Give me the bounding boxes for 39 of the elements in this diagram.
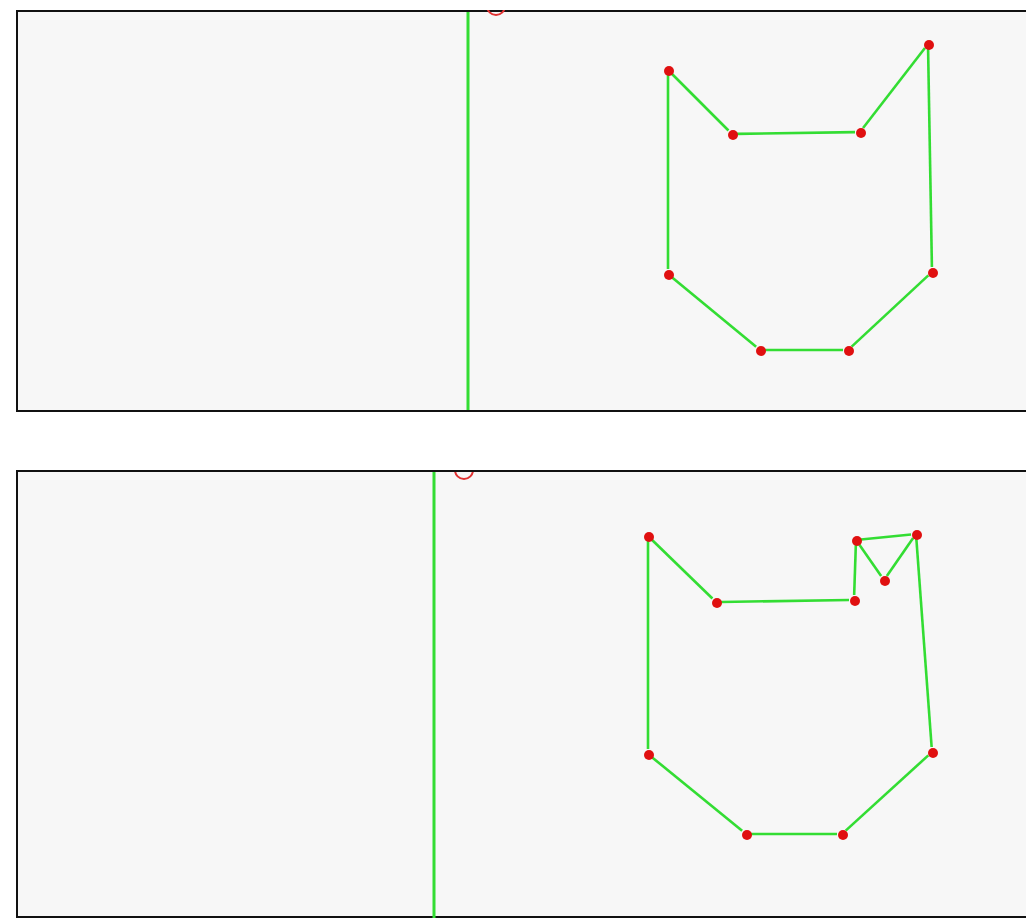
line-segment: [751, 832, 837, 836]
point-marker: [843, 345, 853, 355]
point-marker: [741, 829, 751, 839]
line-segment: [862, 47, 926, 129]
line-segment: [844, 754, 930, 832]
line-segment: [737, 130, 855, 136]
line-segment: [915, 538, 933, 748]
line-segment: [857, 543, 883, 577]
line-segment: [765, 348, 843, 352]
canvas-panel: [16, 10, 1026, 412]
line-segment: [651, 756, 743, 832]
point-marker: [711, 597, 721, 607]
line-segment: [670, 72, 730, 132]
line-segment: [720, 598, 850, 604]
point-marker: [851, 535, 861, 545]
line-segment: [666, 75, 670, 269]
canvas-panel: [16, 470, 1026, 918]
point-marker: [855, 127, 865, 137]
point-marker: [755, 345, 765, 355]
line-segment: [860, 533, 912, 541]
point-marker: [911, 529, 921, 539]
point-marker: [727, 129, 737, 139]
point-marker: [849, 595, 859, 605]
line-segment: [885, 537, 915, 577]
point-marker: [879, 575, 889, 585]
point-marker: [663, 65, 673, 75]
point-marker: [643, 531, 653, 541]
line-segment: [646, 541, 650, 749]
point-marker: [643, 749, 653, 759]
point-marker: [927, 267, 937, 277]
line-segment: [671, 276, 757, 348]
point-marker: [923, 39, 933, 49]
line-segment: [850, 274, 930, 348]
point-marker: [837, 829, 847, 839]
point-marker: [663, 269, 673, 279]
line-segment: [650, 538, 714, 600]
point-marker: [927, 747, 937, 757]
line-segment: [926, 48, 934, 268]
line-segment: [852, 544, 858, 596]
